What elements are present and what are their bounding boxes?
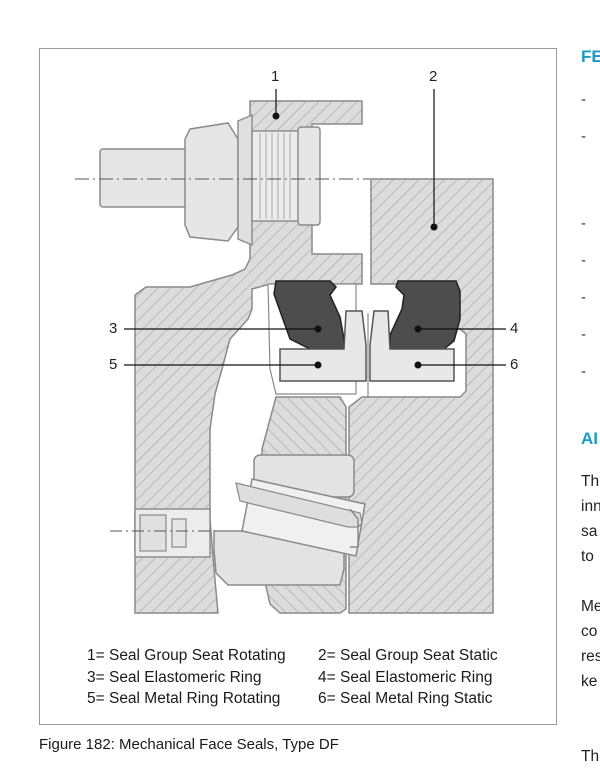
paragraph-line: sa — [581, 523, 598, 540]
rotating-seat-body — [134, 100, 363, 614]
paragraph-line: co — [581, 623, 598, 640]
figure-caption: Figure 182: Mechanical Face Seals, Type … — [39, 736, 339, 753]
callout-1: 1 — [271, 68, 280, 85]
elastomeric-ring-right — [389, 280, 461, 350]
callout-2: 2 — [429, 68, 438, 85]
callout-3: 3 — [109, 320, 118, 337]
paragraph-line: inn — [581, 498, 600, 515]
bolt-stud — [99, 148, 196, 208]
paragraph-line: to — [581, 548, 594, 565]
section-heading-features: FE — [581, 47, 600, 66]
legend-item-2: 2= Seal Group Seat Static — [318, 647, 498, 664]
legend-item-1: 1= Seal Group Seat Rotating — [87, 647, 286, 664]
callout-4: 4 — [510, 320, 519, 337]
right-text-column: FE - - - - - - - AI Th inn sa to Me co r… — [581, 0, 600, 780]
bullet: - — [581, 326, 586, 343]
bolt-knurl — [251, 130, 301, 222]
legend-item-3: 3= Seal Elastomeric Ring — [87, 668, 262, 686]
legend-row: 3= Seal Elastomeric Ring 4= Seal Elastom… — [87, 667, 492, 689]
metal-ring-right — [369, 310, 455, 382]
seal-diagram — [75, 89, 506, 614]
section-heading-2: AI — [581, 429, 598, 448]
legend-item-4: 4= Seal Elastomeric Ring — [318, 668, 493, 686]
paragraph-line: Th — [581, 473, 600, 490]
bearing-clip — [349, 508, 359, 548]
bullet: - — [581, 128, 586, 145]
legend-row: 1= Seal Group Seat Rotating 2= Seal Grou… — [87, 645, 498, 667]
static-seat-body — [348, 178, 494, 614]
legend-row: 5= Seal Metal Ring Rotating 6= Seal Meta… — [87, 688, 492, 710]
figure-legend: 1= Seal Group Seat Rotating 2= Seal Grou… — [87, 645, 498, 710]
bolt-hex — [184, 122, 239, 242]
legend-item-6: 6= Seal Metal Ring Static — [318, 690, 493, 707]
metal-ring-left — [279, 310, 367, 382]
bolt-collar — [237, 113, 253, 247]
paragraph-line: ke — [581, 673, 598, 690]
bolt-end — [297, 126, 321, 226]
callout-5: 5 — [109, 356, 118, 373]
paragraph-line: Th — [581, 748, 600, 765]
paragraph-line: Me — [581, 598, 600, 615]
callout-6: 6 — [510, 356, 519, 373]
bullet: - — [581, 363, 586, 380]
bullet: - — [581, 91, 586, 108]
bullet: - — [581, 289, 586, 306]
paragraph-line: res — [581, 648, 600, 665]
figure-frame: 1 2 3 4 5 6 1= Seal Group Seat Rotating … — [39, 48, 557, 725]
legend-item-5: 5= Seal Metal Ring Rotating — [87, 690, 281, 707]
bullet: - — [581, 252, 586, 269]
bullet: - — [581, 215, 586, 232]
